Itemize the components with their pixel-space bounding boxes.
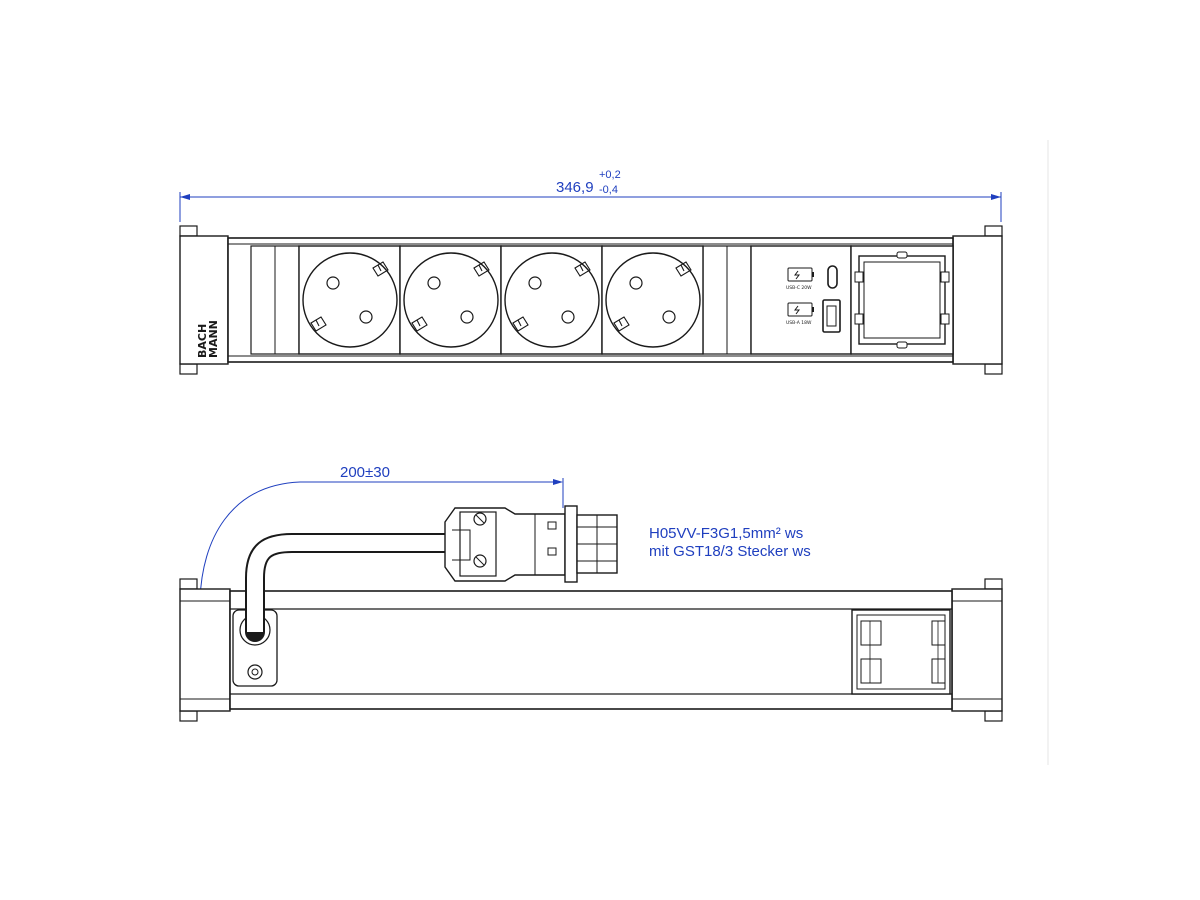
mount-tab-top-left [179, 225, 198, 237]
tolerance-upper: +0,2 [599, 169, 621, 181]
cable-grommet [232, 609, 278, 687]
mount-tab-bottom-left [179, 363, 198, 375]
usb-c-port [827, 265, 838, 289]
mount-tab-top-right [984, 225, 1003, 237]
rear-tab-top-right [984, 578, 1003, 590]
brand-line-2: MANN [207, 320, 220, 358]
tolerance-lower: -0,4 [599, 184, 618, 196]
rear-end-cap-right [951, 588, 1003, 712]
rear-tab-bottom-right [984, 710, 1003, 722]
rear-keystone-opening [851, 609, 951, 695]
overall-length-value: 346,9 [556, 179, 594, 196]
usb-a-port [822, 299, 841, 333]
rear-tab-top-left [179, 578, 198, 590]
cable-spec-line-1: H05VV-F3G1,5mm² ws [649, 525, 803, 542]
cable [245, 533, 460, 642]
socket-3 [500, 245, 603, 355]
mount-tab-bottom-right [984, 363, 1003, 375]
gst18-connector [444, 505, 618, 583]
profile-body-rear [229, 590, 953, 710]
cable-spec-line-2: mit GST18/3 Stecker ws [649, 543, 811, 560]
rear-tab-bottom-left [179, 710, 198, 722]
usb-charger-module: USB-C 20W USB-A 18W [750, 245, 852, 355]
keystone-module [850, 245, 954, 355]
end-cap-right [952, 235, 1003, 365]
rear-view: 200±30 [179, 464, 1003, 722]
rear-end-cap-left [179, 588, 231, 712]
front-view: 346,9 +0,2 -0,4 BACH MANN [179, 169, 1003, 375]
usb-a-label: USB-A 18W [786, 320, 812, 326]
brand-logo: BACH MANN [196, 320, 220, 358]
socket-2 [399, 245, 502, 355]
overall-length-dimension: 346,9 +0,2 -0,4 [179, 169, 1002, 222]
cable-length-value: 200±30 [340, 464, 390, 481]
brand-line-1: BACH [196, 324, 209, 358]
socket-1 [298, 245, 401, 355]
end-cap-left [179, 235, 229, 365]
usb-c-label: USB-C 20W [786, 285, 812, 291]
socket-4 [601, 245, 704, 355]
